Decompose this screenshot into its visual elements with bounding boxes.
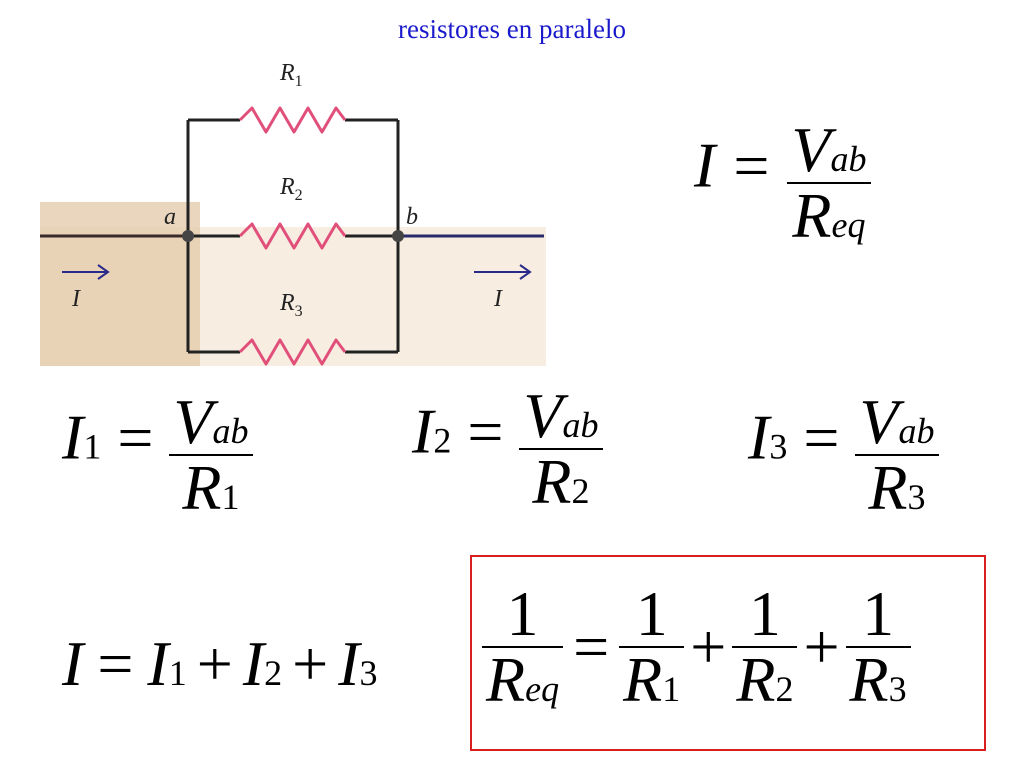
branch1-current-equation: I1 = Vab R1 <box>62 390 253 520</box>
slide-title: resistores en paralelo <box>398 14 626 44</box>
r1-symbol: R <box>623 644 663 715</box>
voltage-symbol: V <box>859 386 899 457</box>
equals-sign: = <box>733 129 770 201</box>
r1-label: R1 <box>279 60 303 90</box>
req-symbol: R <box>486 644 526 715</box>
voltage-over-r1-fraction: Vab R1 <box>169 390 253 523</box>
req-subscript: eq <box>525 669 560 709</box>
r2-symbol: R <box>736 644 776 715</box>
voltage-subscript: ab <box>562 405 599 445</box>
node-a-label: a <box>164 204 176 230</box>
voltage-over-r2-fraction: Vab R2 <box>519 384 603 517</box>
r2-subscript: 2 <box>571 471 590 511</box>
plus-sign: + <box>292 628 329 699</box>
one-over-r1-fraction: 1 R1 <box>619 578 685 715</box>
node-b-label: b <box>406 204 418 230</box>
plus-sign: + <box>690 611 727 682</box>
fraction-bar <box>732 646 798 648</box>
resistor-r3 <box>238 338 347 366</box>
r2-symbol: R <box>532 446 572 517</box>
circuit-wires <box>40 118 544 354</box>
one-over-r3-fraction: 1 R3 <box>845 578 911 715</box>
plus-sign: + <box>803 611 840 682</box>
r3-subscript: 3 <box>907 477 926 517</box>
voltage-subscript: ab <box>898 411 935 451</box>
fraction-bar <box>787 182 871 184</box>
equivalent-resistance-box <box>470 555 986 751</box>
i2-subscript: 2 <box>433 420 452 461</box>
fraction-bar <box>519 448 603 450</box>
i3-symbol: I <box>748 401 770 473</box>
voltage-symbol: V <box>523 380 563 451</box>
r1-subscript: 1 <box>221 477 240 517</box>
node-a-dot <box>182 230 194 242</box>
i1-subscript: 1 <box>83 426 102 467</box>
fraction-bar <box>169 454 253 456</box>
equals-sign: = <box>117 401 154 473</box>
total-current-symbol: I <box>694 129 716 201</box>
equals-sign: = <box>573 611 610 682</box>
equals-sign: = <box>467 395 504 467</box>
parallel-circuit-diagram: R1 R2 R3 a b I I <box>40 52 546 366</box>
equals-sign: = <box>803 401 840 473</box>
voltage-symbol: V <box>173 386 213 457</box>
r2-subscript: 2 <box>775 669 794 709</box>
r3-symbol: R <box>849 644 889 715</box>
req-symbol: R <box>792 180 832 251</box>
total-current-equation: I = Vab Req <box>694 118 871 248</box>
i3-subscript: 3 <box>359 653 378 693</box>
current-in-label: I <box>71 286 81 312</box>
r2-label: R2 <box>279 174 303 204</box>
numerator-one: 1 <box>506 578 539 649</box>
voltage-over-r3-fraction: Vab R3 <box>855 390 939 523</box>
total-current-symbol: I <box>62 628 84 699</box>
voltage-over-req-fraction: Vab Req <box>787 118 871 251</box>
i3-symbol: I <box>338 628 360 699</box>
plus-sign: + <box>196 628 233 699</box>
equivalent-resistance-equation: 1 Req = 1 R1 + 1 R2 + 1 R3 <box>482 582 911 712</box>
one-over-r2-fraction: 1 R2 <box>732 578 798 715</box>
fraction-bar <box>855 454 939 456</box>
i1-symbol: I <box>147 628 169 699</box>
resistor-r1 <box>238 106 347 134</box>
fraction-bar <box>845 646 911 648</box>
voltage-subscript: ab <box>830 139 867 179</box>
r1-symbol: R <box>182 452 222 523</box>
one-over-req-fraction: 1 Req <box>482 578 564 715</box>
current-in-arrow <box>62 264 110 280</box>
branch3-current-equation: I3 = Vab R3 <box>748 390 939 520</box>
i1-symbol: I <box>62 401 84 473</box>
r3-label: R3 <box>279 290 303 320</box>
current-out-label: I <box>493 286 503 312</box>
branch2-current-equation: I2 = Vab R2 <box>412 384 603 514</box>
i3-subscript: 3 <box>769 426 788 467</box>
voltage-symbol: V <box>791 114 831 185</box>
i1-subscript: 1 <box>168 653 187 693</box>
node-b-dot <box>392 230 404 242</box>
resistor-r2 <box>238 222 347 250</box>
r3-symbol: R <box>868 452 908 523</box>
equals-sign: = <box>97 628 134 699</box>
current-out-arrow <box>474 264 532 280</box>
voltage-subscript: ab <box>212 411 249 451</box>
i2-subscript: 2 <box>264 653 283 693</box>
numerator-one: 1 <box>862 578 895 649</box>
fraction-bar <box>619 646 685 648</box>
current-sum-equation: I = I1 + I2 + I3 <box>62 632 378 696</box>
circuit-background <box>40 52 546 366</box>
req-subscript: eq <box>831 205 866 245</box>
i2-symbol: I <box>412 395 434 467</box>
r1-subscript: 1 <box>662 669 681 709</box>
numerator-one: 1 <box>748 578 781 649</box>
numerator-one: 1 <box>635 578 668 649</box>
i2-symbol: I <box>242 628 265 699</box>
fraction-bar <box>482 646 564 648</box>
r3-subscript: 3 <box>888 669 907 709</box>
